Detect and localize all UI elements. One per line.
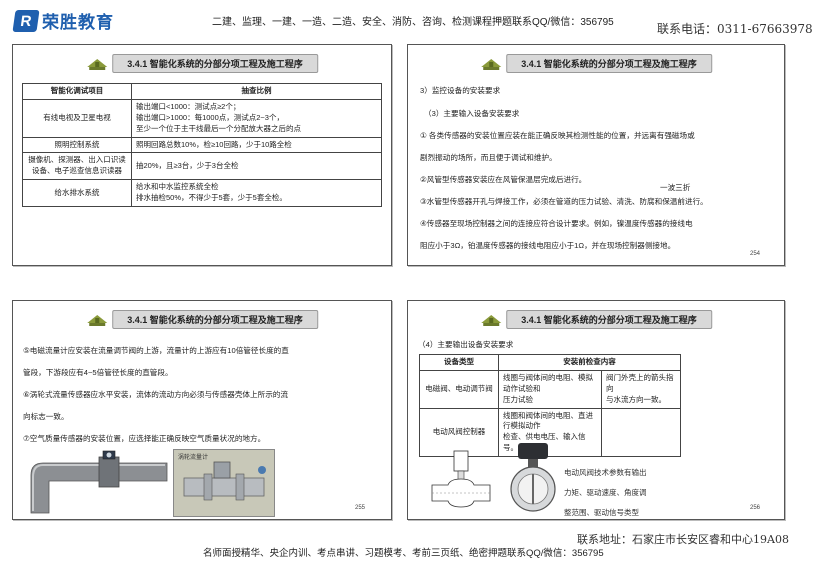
text-line: ① 各类传感器的安装位置应装在能正确反映其检测性能的位置，并远离有强磁场或 bbox=[420, 131, 695, 140]
valve-parameter-note: 电动风阀技术参数有输出 力矩、驱动速度、角度调 整范围、驱动信号类型 bbox=[564, 468, 647, 517]
text-line: （3）主要输入设备安装要求 bbox=[424, 109, 520, 118]
pagoda-icon bbox=[481, 58, 502, 70]
slide-title: 3.4.1 智能化系统的分部分项工程及施工程序 bbox=[480, 310, 712, 329]
contact-address: 联系地址：石家庄市长安区睿和中心19A08 bbox=[577, 533, 789, 546]
debug-sampling-table: 智能化调试项目 抽查比例 有线电视及卫星电视 输出端口<1000：测试点≥2个；… bbox=[22, 83, 382, 207]
slide-title: 3.4.1 智能化系统的分部分项工程及施工程序 bbox=[86, 54, 318, 73]
text-line: ④传感器至现场控制器之间的连接应符合设计要求。例如，镍温度传感器的接线电 bbox=[420, 219, 693, 228]
page-header: R 荣胜教育 二建、监理、一建、一造、二造、安全、消防、咨询、检测课程押题联系Q… bbox=[0, 0, 813, 40]
text-line: 剧烈振动的场所，而且便于调试和维护。 bbox=[420, 153, 557, 162]
courses-contact-line: 二建、监理、一建、一造、二造、安全、消防、咨询、检测课程押题联系QQ/微信：35… bbox=[212, 17, 614, 28]
text-line: ③水管型传感器开孔与焊接工作，必须在管道的压力试验、清洗、防腐和保温前进行。 bbox=[420, 197, 708, 206]
slide-panel-3: 3.4.1 智能化系统的分部分项工程及施工程序 ⑤电磁流量计应安装在流量调节阀的… bbox=[12, 300, 392, 520]
logo-icon: R bbox=[12, 9, 40, 32]
table-row: 电磁阀、电动调节阀 线圈与阀体间的电阻、模拟动作试验和压力试验 阀门外壳上的箭头… bbox=[419, 369, 681, 409]
pagoda-icon bbox=[87, 58, 108, 70]
table-header: 安装前检查内容 bbox=[498, 354, 681, 371]
handwritten-annotation: 一波三折 bbox=[660, 183, 691, 192]
text-line: ⑦空气质量传感器的安装位置，应选择能正确反映空气质量状况的地方。 bbox=[23, 434, 266, 443]
text-line: 3）监控设备的安装要求 bbox=[420, 86, 501, 95]
slide-title: 3.4.1 智能化系统的分部分项工程及施工程序 bbox=[480, 54, 712, 73]
brand-logo: R 荣胜教育 bbox=[12, 8, 114, 33]
text-line: 阻应小于3Ω，铂温度传感器的接线电阻应小于1Ω，并在现场控制器侧接地。 bbox=[420, 241, 676, 250]
pagoda-icon bbox=[481, 314, 502, 326]
page-number: 256 bbox=[750, 505, 761, 511]
table-row: 有线电视及卫星电视 输出端口<1000：测试点≥2个；输出端口>1000：每10… bbox=[22, 98, 382, 138]
text-line: （4）主要输出设备安装要求 bbox=[418, 340, 514, 349]
table-header: 抽查比例 bbox=[131, 83, 382, 100]
table-header: 设备类型 bbox=[419, 354, 499, 371]
slide-panel-2: 3.4.1 智能化系统的分部分项工程及施工程序 3）监控设备的安装要求 （3）主… bbox=[407, 44, 785, 266]
pipe-flowmeter-illustration bbox=[30, 450, 168, 514]
text-line: 管段，下游段应有4~5倍管径长度的直管段。 bbox=[23, 368, 173, 377]
text-line: ②风管型传感器安装应在风管保温层完成后进行。 bbox=[420, 175, 587, 184]
services-contact-line: 名师面授精华、央企内训、考点串讲、习题模考、考前三页纸、绝密押题联系QQ/微信：… bbox=[203, 548, 604, 559]
table-header: 智能化调试项目 bbox=[22, 83, 132, 100]
slide-panel-4: 3.4.1 智能化系统的分部分项工程及施工程序 （4）主要输出设备安装要求 设备… bbox=[407, 300, 785, 520]
table-row: 摄像机、探测器、出入口识读设备、电子巡查信息识读器 抽20%，且≥3台，少于3台… bbox=[22, 152, 382, 181]
page-number: 255 bbox=[355, 505, 366, 511]
pagoda-icon bbox=[87, 314, 108, 326]
text-line: 向标志一致。 bbox=[23, 412, 69, 421]
page-number: 254 bbox=[750, 251, 761, 257]
logo-text: 荣胜教育 bbox=[42, 13, 114, 32]
text-line: ⑥涡轮式流量传感器应水平安装，流体的流动方向必须与传感器壳体上所示的流 bbox=[23, 390, 288, 399]
text-line: ⑤电磁流量计应安装在流量调节阀的上游，流量计的上游应有10倍管径长度的直 bbox=[23, 346, 289, 355]
butterfly-valve-actuator-photo bbox=[510, 443, 556, 512]
slide-title: 3.4.1 智能化系统的分部分项工程及施工程序 bbox=[86, 310, 318, 329]
table-row: 给水排水系统 给水和中水监控系统全检排水抽检50%，不得少于5套，少于5套全检。 bbox=[22, 179, 382, 207]
slide-panel-1: 3.4.1 智能化系统的分部分项工程及施工程序 智能化调试项目 抽查比例 有线电… bbox=[12, 44, 392, 266]
contact-phone: 联系电话：0311-67663978 bbox=[657, 22, 813, 36]
photo-caption: 涡轮流量计 bbox=[178, 455, 209, 461]
table-row: 照明控制系统 照明回路总数10%，检≥10回路，少于10路全检 bbox=[22, 136, 382, 154]
output-device-check-table: 设备类型 安装前检查内容 电磁阀、电动调节阀 线圈与阀体间的电阻、模拟动作试验和… bbox=[419, 354, 681, 457]
turbine-flowmeter-photo: 涡轮流量计 bbox=[173, 449, 275, 517]
valve-cross-section-drawing bbox=[431, 450, 491, 508]
